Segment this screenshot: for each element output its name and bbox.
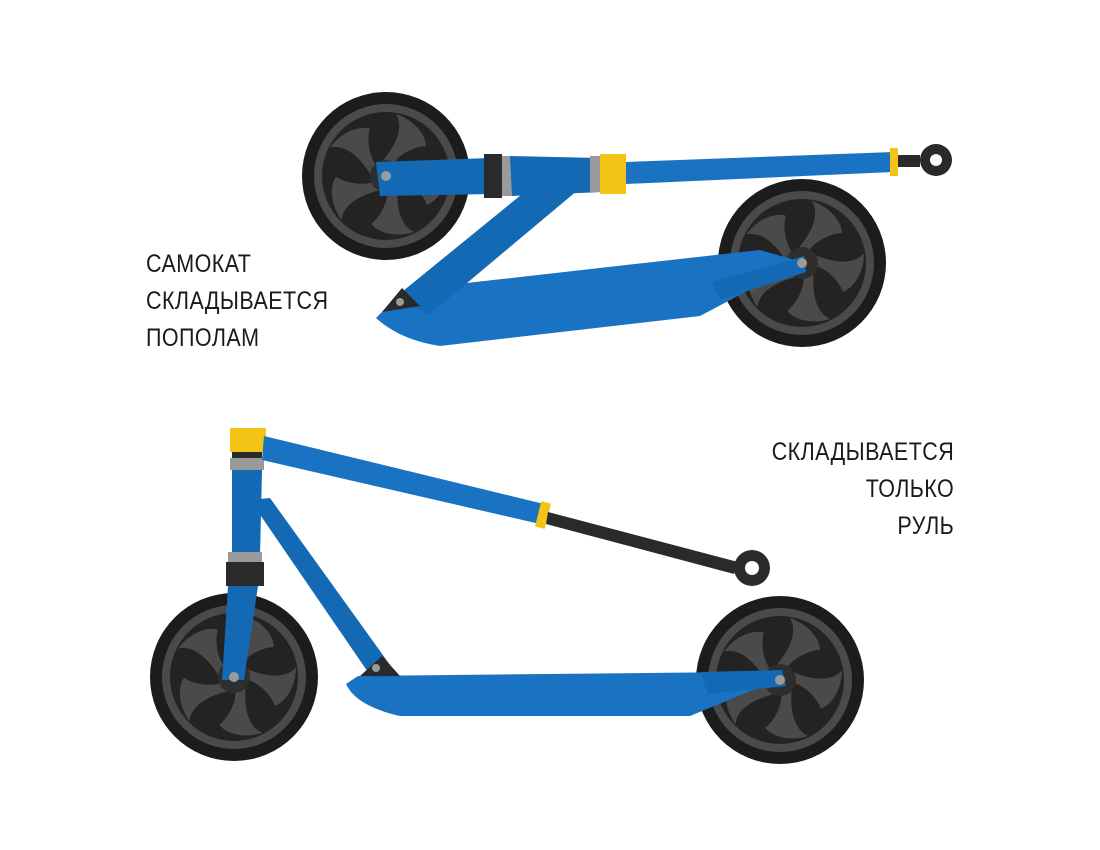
caption-bottom-line-1: СКЛАДЫВАЕТСЯ	[771, 438, 954, 466]
fork-bottom	[222, 586, 258, 680]
handlebar-folded-scooter	[150, 428, 864, 764]
caption-bottom-line-2: ТОЛЬКО	[865, 475, 954, 503]
clamp-top	[600, 154, 626, 194]
deck-top	[376, 250, 802, 346]
handlebar-stem-top	[626, 152, 892, 184]
caption-folds-in-half: САМОКАТ СКЛАДЫВАЕТСЯ ПОПОЛАМ	[146, 246, 328, 357]
folded-scooter	[302, 92, 952, 347]
pivot-plate-bottom	[360, 656, 400, 676]
down-tube-bottom	[250, 498, 398, 678]
caption-top-line-1: САМОКАТ	[146, 250, 252, 278]
frame-tube-top	[510, 156, 602, 196]
caption-top-line-3: ПОПОЛАМ	[146, 324, 260, 352]
down-tube-top	[392, 186, 578, 314]
deck-bottom	[346, 672, 782, 716]
rear-arm-bottom	[700, 670, 786, 694]
head-tube-top	[376, 158, 492, 196]
rear-arm-top	[712, 256, 806, 300]
caption-top-line-2: СКЛАДЫВАЕТСЯ	[146, 287, 329, 315]
handlebar-stem-bottom	[262, 436, 544, 524]
head-tube-bottom	[232, 470, 262, 556]
caption-bottom-line-3: РУЛЬ	[897, 512, 954, 540]
clamp-bottom	[230, 428, 266, 452]
caption-only-handlebar-folds: СКЛАДЫВАЕТСЯ ТОЛЬКО РУЛЬ	[772, 434, 954, 545]
